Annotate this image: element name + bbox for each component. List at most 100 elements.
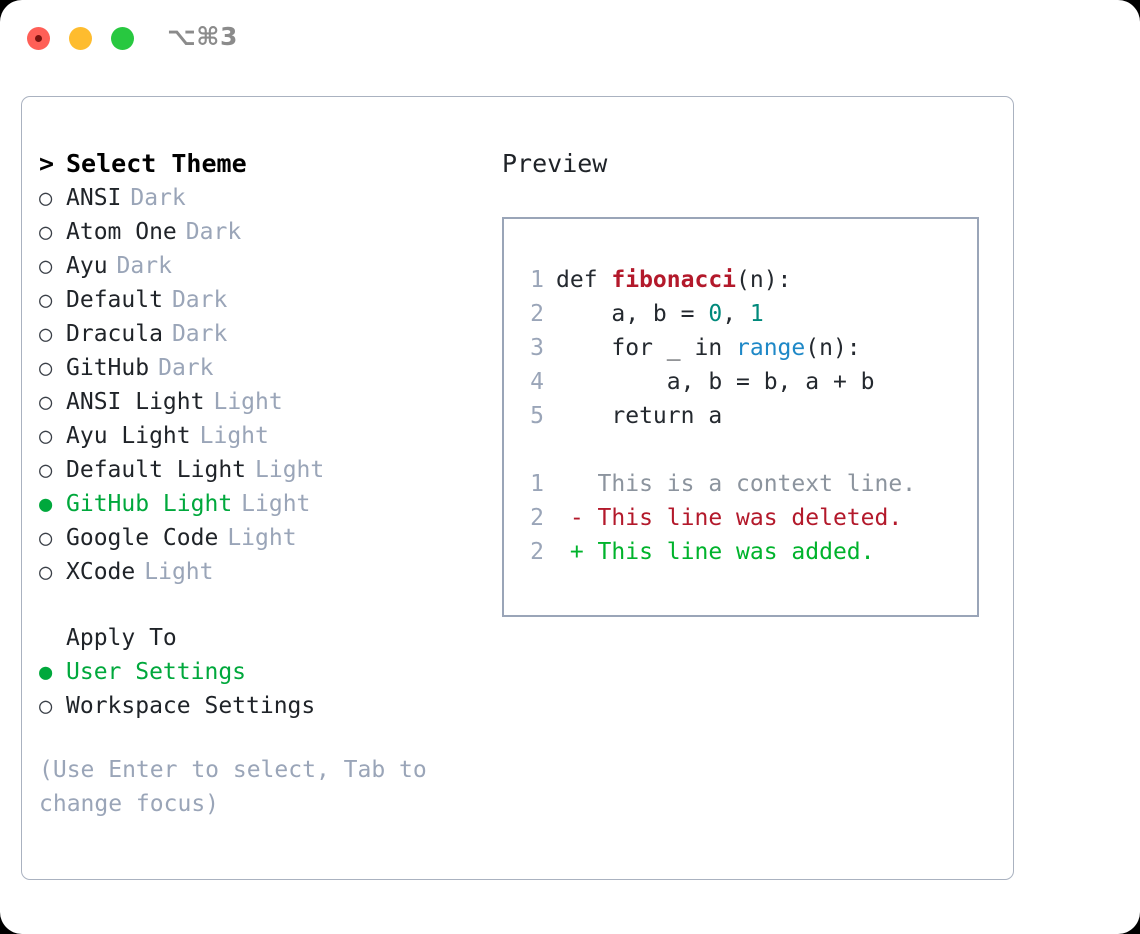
theme-item-ayu-light[interactable]: ○ Ayu Light Light [39, 419, 489, 453]
theme-item-label: Dracula [66, 321, 163, 347]
zoom-button[interactable] [111, 27, 134, 50]
code-line: 2 a, b = 0, 1 [514, 297, 977, 331]
theme-item-label: ANSI [66, 185, 122, 211]
theme-item-tag: Light [199, 423, 269, 449]
apply-to-item-workspace-settings[interactable]: ○ Workspace Settings [39, 689, 489, 723]
theme-item-label: Default [66, 287, 163, 313]
line-number: 1 [530, 471, 544, 497]
diff-line-added: 2 + This line was added. [514, 535, 977, 569]
apply-to-header: ○ Apply To [39, 621, 489, 655]
theme-item-tag: Light [255, 457, 325, 483]
theme-item-label: GitHub Light [66, 491, 233, 517]
theme-item-tag: Dark [171, 321, 228, 347]
radio-unselected-icon: ○ [39, 694, 53, 719]
theme-item-label: Ayu Light [66, 423, 191, 449]
diff-text: This line was added. [597, 539, 875, 565]
radio-unselected-icon: ○ [39, 288, 53, 313]
apply-to-item-label: Workspace Settings [66, 693, 316, 719]
code-token: (n): [805, 335, 861, 361]
code-token: (n): [736, 267, 792, 293]
radio-unselected-icon: ○ [39, 424, 53, 449]
line-number: 2 [530, 301, 544, 327]
radio-unselected-icon: ○ [39, 186, 53, 211]
line-number: 1 [530, 267, 544, 293]
theme-item-tag: Dark [185, 219, 242, 245]
code-token: for _ in [556, 335, 737, 361]
code-line: 4 a, b = b, a + b [514, 365, 977, 399]
diff-marker: - [556, 505, 598, 531]
line-number: 5 [530, 403, 544, 429]
theme-item-github[interactable]: ○ GitHub Dark [39, 351, 489, 385]
code-token: a, b = [556, 301, 709, 327]
line-number: 2 [530, 539, 544, 565]
keyboard-shortcut-label: ⌥⌘3 [167, 22, 238, 51]
diff-text: This line was deleted. [597, 505, 903, 531]
radio-selected-icon: ● [39, 492, 53, 517]
code-token: def [556, 267, 612, 293]
theme-item-label: GitHub [66, 355, 150, 381]
apply-to-title: Apply To [66, 625, 177, 651]
apply-to-item-user-settings[interactable]: ● User Settings [39, 655, 489, 689]
radio-unselected-icon: ○ [39, 560, 53, 585]
apply-to-header-spacer: ○ [39, 622, 66, 656]
code-line: 5 return a [514, 399, 977, 433]
theme-item-atom-one[interactable]: ○ Atom One Dark [39, 215, 489, 249]
diff-line-context: 1 This is a context line. [514, 467, 977, 501]
radio-unselected-icon: ○ [39, 356, 53, 381]
line-number: 4 [530, 369, 544, 395]
theme-item-tag: Light [144, 559, 214, 585]
code-token: 0 [708, 301, 723, 327]
keyboard-hint: (Use Enter to select, Tab to change focu… [39, 757, 427, 817]
theme-item-tag: Light [227, 525, 297, 551]
code-line: 1 def fibonacci(n): [514, 263, 977, 297]
select-theme-header: > Select Theme [39, 147, 489, 181]
radio-unselected-icon: ○ [39, 220, 53, 245]
close-button[interactable] [27, 27, 50, 50]
code-token: 1 [749, 301, 764, 327]
diff-text: This is a context line. [597, 471, 917, 497]
code-token: range [736, 335, 806, 361]
preview-title: Preview [502, 149, 608, 178]
line-number: 2 [530, 505, 544, 531]
title-bar: ⌥⌘3 [0, 0, 1140, 78]
code-token: , [722, 301, 750, 327]
theme-item-tag: Light [213, 389, 283, 415]
code-diff-gap [514, 433, 977, 467]
theme-item-label: ANSI Light [66, 389, 205, 415]
window-controls [27, 27, 134, 50]
theme-item-label: XCode [66, 559, 136, 585]
code-token: fibonacci [611, 267, 737, 293]
theme-item-xcode[interactable]: ○ XCode Light [39, 555, 489, 589]
list-spacer [39, 589, 489, 621]
theme-item-tag: Dark [158, 355, 214, 381]
radio-unselected-icon: ○ [39, 390, 53, 415]
apply-to-item-label: User Settings [66, 659, 247, 685]
diff-sample: 1 This is a context line.2 - This line w… [514, 467, 977, 569]
radio-unselected-icon: ○ [39, 526, 53, 551]
diff-marker: + [556, 539, 598, 565]
diff-line-deleted: 2 - This line was deleted. [514, 501, 977, 535]
radio-unselected-icon: ○ [39, 254, 53, 279]
theme-item-label: Atom One [66, 219, 177, 245]
theme-item-label: Default Light [66, 457, 247, 483]
diff-marker [556, 467, 598, 501]
code-token: a, b = b, a + b [556, 369, 875, 395]
radio-selected-icon: ● [39, 660, 53, 685]
code-token: return a [556, 403, 723, 429]
theme-item-ansi-light[interactable]: ○ ANSI Light Light [39, 385, 489, 419]
focus-caret-icon: > [39, 149, 55, 178]
theme-item-label: Ayu [66, 253, 108, 279]
minimize-button[interactable] [69, 27, 92, 50]
